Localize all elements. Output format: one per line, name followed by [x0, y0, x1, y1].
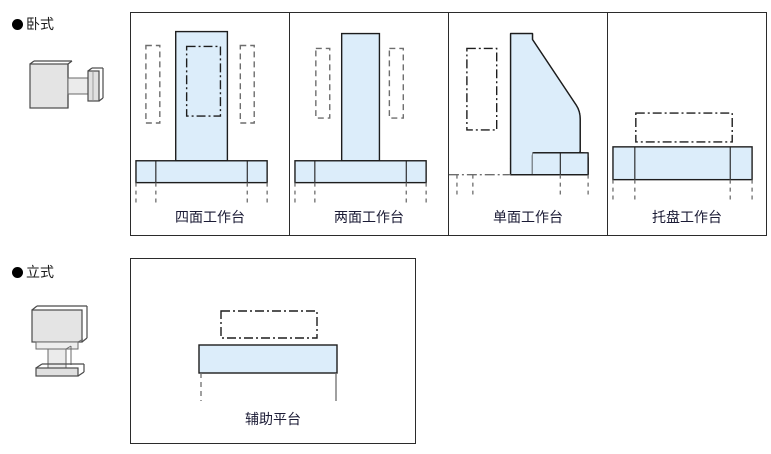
section-heading-vertical-label: 立式 [26, 265, 54, 281]
single-sided-table-figure [449, 32, 589, 199]
four-sided-table-figure [135, 30, 268, 205]
panel-auxiliary-platform-label: 辅助平台 [245, 412, 301, 428]
filled-circle-bullet-icon [12, 266, 23, 278]
panel-pallet-table[interactable]: 托盘工作台 [608, 13, 766, 235]
panel-single-sided-table[interactable]: 单面工作台 [449, 13, 608, 235]
two-sided-table-figure [294, 32, 427, 205]
auxiliary-platform-figure [198, 310, 338, 401]
filled-circle-bullet-icon [12, 18, 23, 30]
vertical-table-panel-group: 辅助平台 [130, 258, 416, 444]
panel-single-sided-table-label: 单面工作台 [493, 210, 563, 226]
horizontal-spindle-machine-icon [22, 58, 108, 116]
panel-two-sided-table[interactable]: 两面工作台 [290, 13, 449, 235]
section-heading-vertical: 立式 [12, 262, 54, 282]
section-heading-horizontal: 卧式 [12, 14, 54, 34]
pallet-table-figure [612, 112, 753, 203]
panel-auxiliary-platform[interactable]: 辅助平台 [131, 259, 415, 443]
panel-pallet-table-label: 托盘工作台 [652, 210, 722, 226]
panel-four-sided-table[interactable]: 四面工作台 [131, 13, 290, 235]
section-heading-horizontal-label: 卧式 [26, 17, 54, 33]
panel-four-sided-table-label: 四面工作台 [175, 210, 245, 226]
panel-two-sided-table-label: 两面工作台 [334, 210, 404, 226]
horizontal-table-panel-group: 四面工作台 两面工作台 [130, 12, 767, 236]
vertical-spindle-machine-icon [22, 302, 108, 382]
